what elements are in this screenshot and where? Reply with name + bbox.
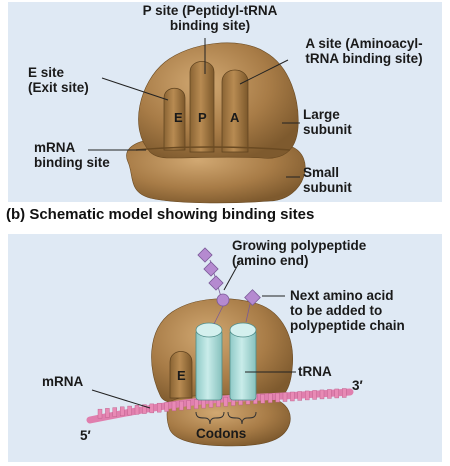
e-site-slot-bottom <box>169 351 193 399</box>
mrna-base <box>119 406 125 417</box>
e-site-slot <box>163 87 186 151</box>
mrna-base <box>164 402 169 412</box>
three-prime-label: 3′ <box>352 378 363 393</box>
mrna-base <box>127 405 132 416</box>
mrna-base <box>156 402 162 413</box>
mrna-base <box>97 408 103 419</box>
polypeptide-chain <box>197 247 230 325</box>
mrna-bases <box>97 388 347 419</box>
site-letter-p: P <box>198 110 207 125</box>
mrna-base <box>134 405 140 415</box>
mrna-base <box>290 391 295 402</box>
small-subunit-label: Small subunit <box>303 165 352 195</box>
e-site-label: E site (Exit site) <box>28 65 89 95</box>
mrna-base <box>223 396 229 407</box>
trna-p-site <box>195 322 223 401</box>
five-prime-label: 5′ <box>80 428 91 443</box>
mrna-base <box>105 408 110 418</box>
mrna-base <box>142 404 147 414</box>
site-letter-e-bottom: E <box>177 368 186 383</box>
mrna-groove <box>135 146 291 151</box>
mrna-base <box>342 388 347 398</box>
trna-label: tRNA <box>298 364 332 379</box>
mrna-base <box>201 398 206 409</box>
mrna-base <box>282 392 288 402</box>
codon-brackets <box>195 411 257 425</box>
next-amino-acid <box>244 289 261 323</box>
mrna-base <box>297 391 302 401</box>
mrna-base <box>312 390 317 400</box>
growing-polypeptide-label: Growing polypeptide (amino end) <box>232 238 367 268</box>
next-amino-acid-label: Next amino acid to be added to polypepti… <box>290 288 405 333</box>
mrna-base <box>305 390 310 401</box>
mrna-base <box>275 392 280 403</box>
figure-caption: (b) Schematic model showing binding site… <box>6 206 315 223</box>
mrna-base <box>268 393 273 403</box>
p-site-label: P site (Peptidyl-tRNA binding site) <box>142 3 278 33</box>
mrna-base <box>319 389 325 400</box>
large-subunit <box>138 42 299 159</box>
mrna-base <box>260 393 265 404</box>
mrna-base <box>193 399 199 409</box>
mrna-label: mRNA <box>42 374 84 389</box>
leader-lines-bottom <box>91 260 296 409</box>
mrna-binding-site-label: mRNA binding site <box>34 140 110 170</box>
mrna-base <box>171 401 177 411</box>
p-site-slot <box>189 61 215 153</box>
site-letter-e: E <box>174 110 183 125</box>
mrna-base <box>327 389 332 399</box>
codons-label: Codons <box>196 426 247 441</box>
trna-a-site <box>229 322 257 401</box>
site-letter-a: A <box>230 110 240 125</box>
mrna-base <box>186 400 192 410</box>
leader-lines-top <box>88 38 300 178</box>
mrna-base <box>149 403 155 414</box>
a-site-slot <box>221 69 249 153</box>
mrna-base <box>112 407 118 417</box>
a-site-label: A site (Aminoacyl- tRNA binding site) <box>305 36 423 66</box>
large-subunit-label: Large subunit <box>303 107 352 137</box>
mrna-base <box>179 400 184 411</box>
mrna-base <box>334 388 339 399</box>
